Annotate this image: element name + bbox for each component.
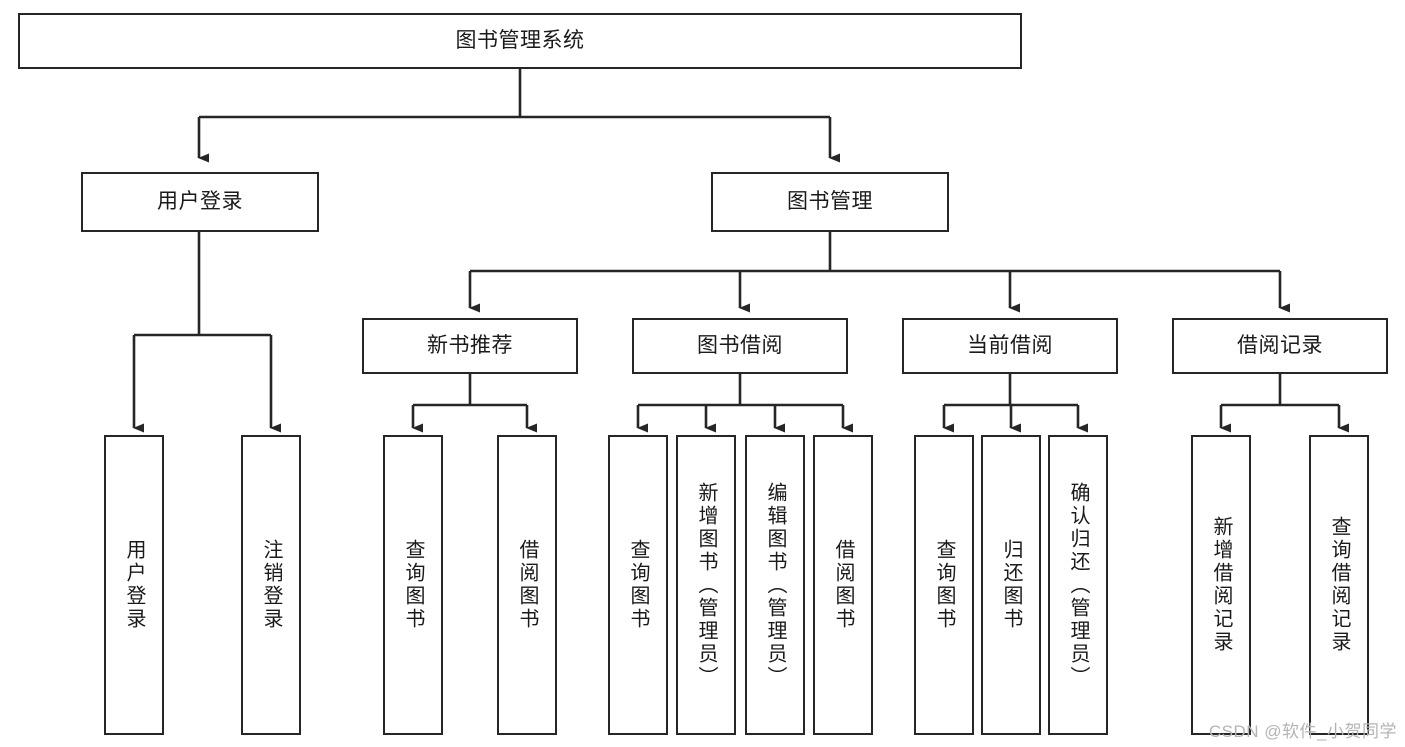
node-leaf-user-login-label: 用户登录 — [123, 539, 145, 631]
node-new-book-recommend[interactable]: 新书推荐 — [362, 318, 578, 374]
node-current-borrow[interactable]: 当前借阅 — [902, 318, 1118, 374]
node-book-borrow[interactable]: 图书借阅 — [632, 318, 848, 374]
node-leaf-logout-label: 注销登录 — [260, 539, 282, 631]
node-book-management-label: 图书管理 — [787, 190, 873, 214]
node-leaf-borrow-query-book[interactable]: 查询图书 — [608, 435, 668, 735]
node-root-label: 图书管理系统 — [455, 29, 585, 53]
node-leaf-add-book-admin-label: 新增图书（管理员） — [695, 481, 717, 689]
node-leaf-recommend-query-book-label: 查询图书 — [402, 539, 424, 631]
node-leaf-edit-book-admin[interactable]: 编辑图书（管理员） — [745, 435, 805, 735]
node-user-login-label: 用户登录 — [157, 190, 243, 214]
node-leaf-query-borrow-record[interactable]: 查询借阅记录 — [1309, 435, 1369, 735]
node-leaf-current-query-book[interactable]: 查询图书 — [914, 435, 974, 735]
node-leaf-add-borrow-record-label: 新增借阅记录 — [1210, 516, 1232, 654]
node-leaf-borrow-book[interactable]: 借阅图书 — [813, 435, 873, 735]
node-leaf-add-book-admin[interactable]: 新增图书（管理员） — [676, 435, 736, 735]
node-leaf-borrow-book-label: 借阅图书 — [832, 539, 854, 631]
node-leaf-add-borrow-record[interactable]: 新增借阅记录 — [1191, 435, 1251, 735]
node-leaf-borrow-query-book-label: 查询图书 — [627, 539, 649, 631]
node-borrow-record-label: 借阅记录 — [1237, 334, 1323, 358]
node-current-borrow-label: 当前借阅 — [967, 334, 1053, 358]
node-book-management[interactable]: 图书管理 — [711, 172, 949, 232]
node-leaf-confirm-return-admin[interactable]: 确认归还（管理员） — [1048, 435, 1108, 735]
node-borrow-record[interactable]: 借阅记录 — [1172, 318, 1388, 374]
node-leaf-recommend-query-book[interactable]: 查询图书 — [383, 435, 443, 735]
node-leaf-logout[interactable]: 注销登录 — [241, 435, 301, 735]
node-user-login[interactable]: 用户登录 — [81, 172, 319, 232]
node-leaf-confirm-return-admin-label: 确认归还（管理员） — [1067, 481, 1089, 689]
node-book-borrow-label: 图书借阅 — [697, 334, 783, 358]
node-leaf-return-book-label: 归还图书 — [1000, 539, 1022, 631]
node-leaf-return-book[interactable]: 归还图书 — [981, 435, 1041, 735]
node-leaf-current-query-book-label: 查询图书 — [933, 539, 955, 631]
node-root[interactable]: 图书管理系统 — [18, 13, 1022, 69]
node-leaf-query-borrow-record-label: 查询借阅记录 — [1328, 516, 1350, 654]
node-leaf-user-login[interactable]: 用户登录 — [104, 435, 164, 735]
node-leaf-recommend-borrow-book[interactable]: 借阅图书 — [497, 435, 557, 735]
node-leaf-edit-book-admin-label: 编辑图书（管理员） — [764, 481, 786, 689]
node-leaf-recommend-borrow-book-label: 借阅图书 — [516, 539, 538, 631]
node-new-book-recommend-label: 新书推荐 — [427, 334, 513, 358]
